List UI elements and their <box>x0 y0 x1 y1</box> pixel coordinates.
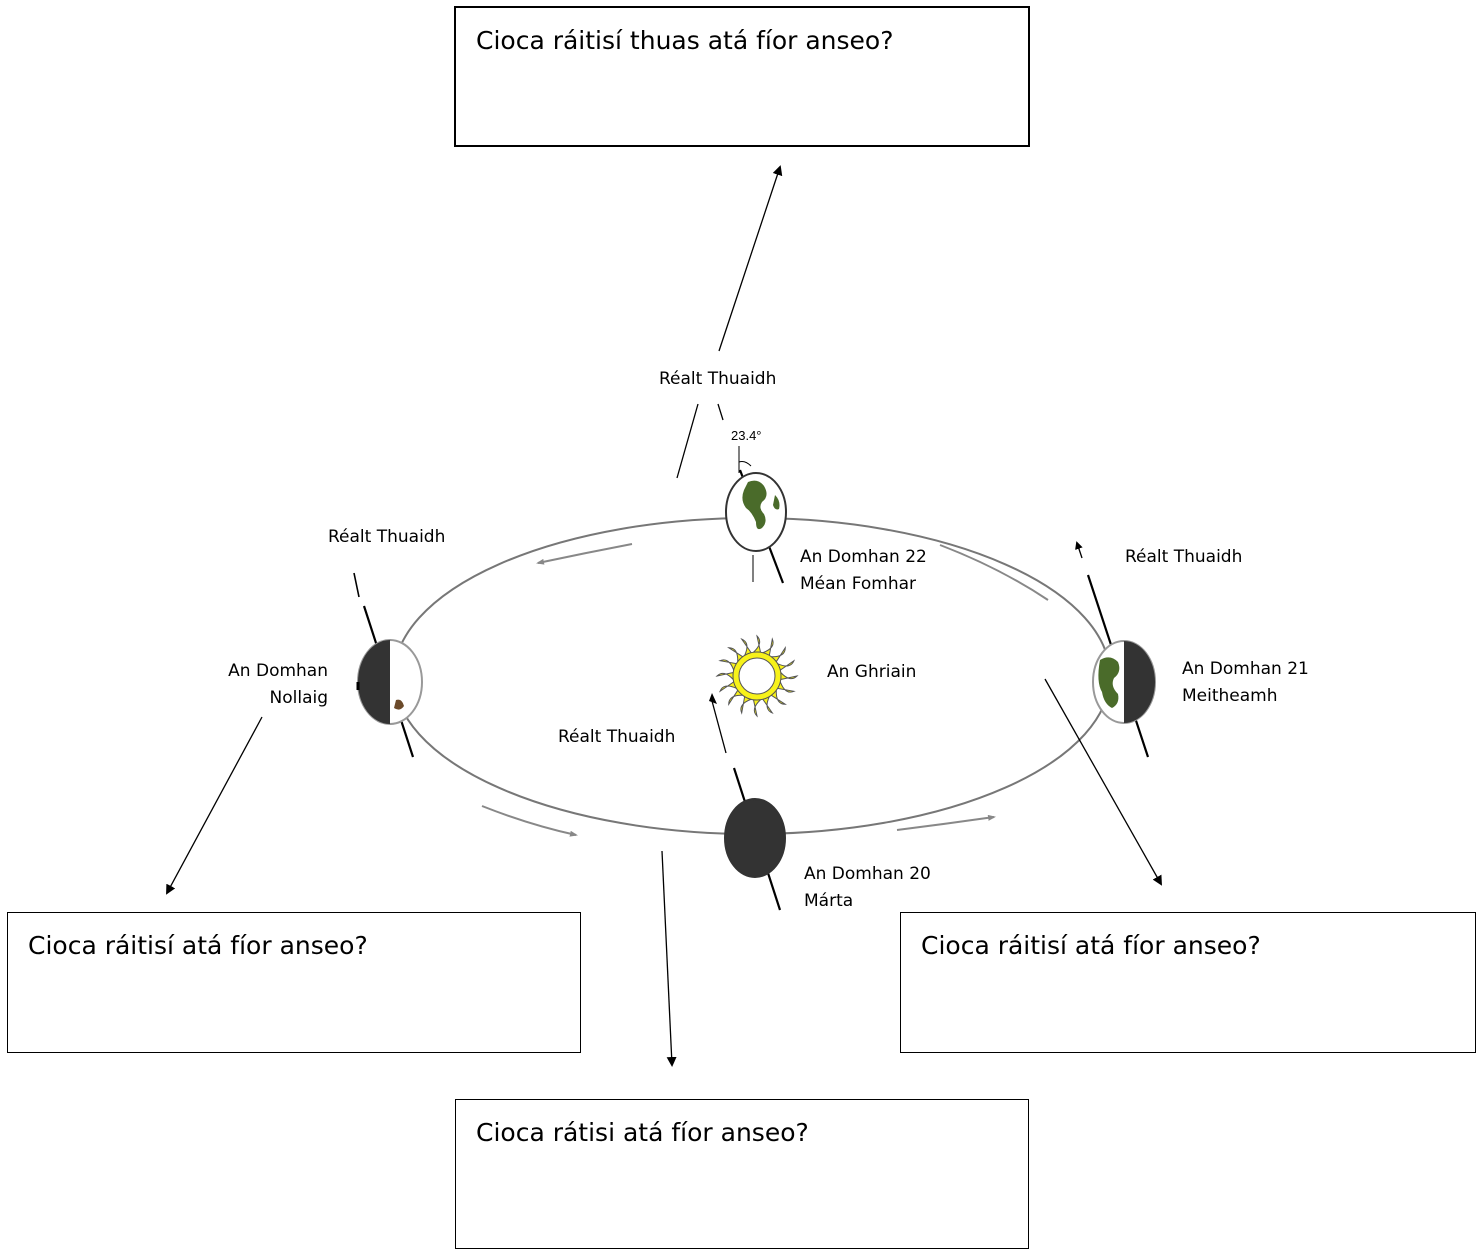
sun-ray <box>740 695 753 715</box>
sun-ray <box>752 699 762 718</box>
orbit-direction-arrow-top <box>536 543 633 565</box>
question-box-right[interactable]: Cioca ráitisí atá fíor anseo? <box>900 912 1476 1053</box>
sun-ray <box>715 671 734 681</box>
earth-december-label: An Domhan Nollaig <box>228 661 328 708</box>
orbit-direction-arrow-bottom-left <box>481 805 578 837</box>
sun-disc <box>738 657 776 695</box>
question-text-right: Cioca ráitisí atá fíor anseo? <box>921 931 1261 960</box>
question-box-top[interactable]: Cioca ráitisí thuas atá fíor anseo? <box>454 6 1030 147</box>
sun-ray <box>728 689 744 706</box>
sun-ray <box>762 695 774 715</box>
north-star-label-top: Réalt Thuaidh <box>659 369 777 389</box>
earth-september-label: An Domhan 22 Méan Fomhar <box>800 547 927 594</box>
earth-march <box>709 693 786 911</box>
question-text-top: Cioca ráitisí thuas atá fíor anseo? <box>476 26 894 55</box>
earth-december <box>353 572 423 758</box>
question-text-left: Cioca ráitisí atá fíor anseo? <box>28 931 368 960</box>
orbit-direction-arrow-bottom-right <box>896 814 996 831</box>
sun-label: An Ghriain <box>827 662 917 682</box>
sun-ray <box>761 637 774 657</box>
pointer-arrow-right <box>1044 678 1162 886</box>
earth-september <box>676 403 787 584</box>
orbit-direction-arrow-right <box>939 544 1049 601</box>
north-star-label-left: Réalt Thuaidh <box>328 527 446 547</box>
sun-ray <box>770 646 786 663</box>
sun-ray <box>727 647 744 663</box>
pointer-arrow-top <box>718 165 783 352</box>
tilt-angle-label: 23.4° <box>731 428 762 443</box>
pointer-arrow-bottom <box>661 850 677 1067</box>
north-star-label-right: Réalt Thuaidh <box>1125 547 1243 567</box>
sun-ray <box>740 637 752 657</box>
question-box-bottom[interactable]: Cioca rátisi atá fíor anseo? <box>455 1099 1029 1249</box>
earth-march-label: An Domhan 20 Márta <box>804 864 931 911</box>
sun <box>715 634 799 718</box>
sun-ray <box>752 634 762 653</box>
question-text-bottom: Cioca rátisi atá fíor anseo? <box>476 1118 809 1147</box>
sun-ray <box>776 659 796 671</box>
north-star-label-center: Réalt Thuaidh <box>558 727 676 747</box>
pointer-arrow-left <box>166 716 263 895</box>
sun-ray <box>718 659 738 672</box>
sun-ray <box>770 689 787 705</box>
earth-june-label: An Domhan 21 Meitheamh <box>1182 659 1309 706</box>
sun-ray <box>780 671 799 681</box>
question-box-left[interactable]: Cioca ráitisí atá fíor anseo? <box>7 912 581 1053</box>
sun-ray <box>776 680 796 693</box>
sun-ray <box>718 681 738 693</box>
earth-june <box>1075 541 1156 758</box>
